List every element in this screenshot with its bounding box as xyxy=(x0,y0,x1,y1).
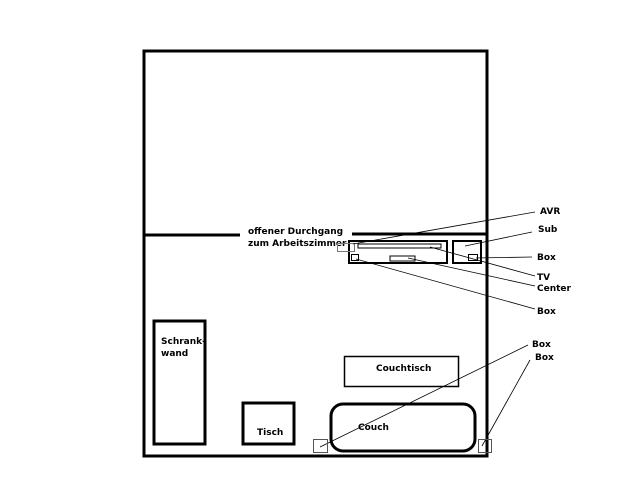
label-box-left-tv: Box xyxy=(537,307,556,317)
passage-label-1: offener Durchgang xyxy=(248,227,343,237)
tv xyxy=(357,243,442,249)
label-avr: AVR xyxy=(540,207,560,217)
label-center: Center xyxy=(537,284,572,294)
box-left-tv xyxy=(351,254,359,261)
avr-device xyxy=(337,243,355,252)
label-box-couch-right: Box xyxy=(535,353,554,363)
center-speaker xyxy=(389,255,416,262)
couch xyxy=(329,402,477,453)
leader-lines xyxy=(319,211,536,448)
outer-walls xyxy=(142,49,489,458)
box-couch-left xyxy=(313,439,328,453)
label-schrankwand-1: Schrank- xyxy=(161,337,206,347)
label-schrankwand-2: wand xyxy=(161,349,188,359)
couchtisch xyxy=(343,355,460,388)
label-couchtisch: Couchtisch xyxy=(376,364,431,374)
tisch xyxy=(241,401,296,446)
sub-cabinet xyxy=(452,240,482,264)
box-couch-right xyxy=(478,439,492,453)
label-couch: Couch xyxy=(358,423,389,433)
passage-label-2: zum Arbeitszimmer xyxy=(248,239,347,249)
label-sub: Sub xyxy=(538,225,558,235)
label-tisch: Tisch xyxy=(257,428,283,438)
label-box-right-wall: Box xyxy=(537,253,556,263)
schrankwand xyxy=(152,319,207,446)
label-tv: TV xyxy=(537,273,550,283)
label-box-couch-left: Box xyxy=(532,340,551,350)
